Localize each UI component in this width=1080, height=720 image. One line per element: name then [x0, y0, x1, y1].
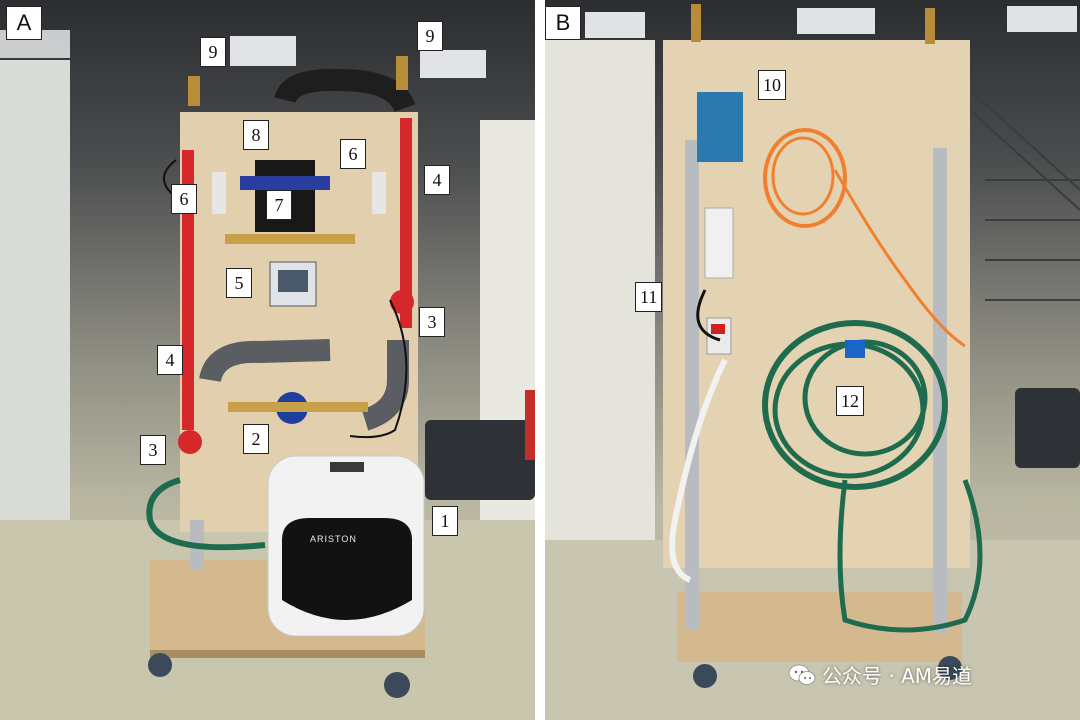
green-hose-coil	[762, 320, 948, 490]
callout-4-left: 4	[157, 345, 183, 375]
callout-1: 1	[432, 506, 458, 536]
callout-9-left: 9	[200, 37, 226, 67]
orange-cable	[763, 128, 847, 228]
watermark-text: 公众号 · AM易道	[822, 664, 973, 688]
callout-7: 7	[266, 190, 292, 220]
din-rail-left	[685, 140, 699, 630]
power-supply-unit	[697, 92, 743, 162]
din-rail-right	[933, 148, 947, 633]
callout-2: 2	[243, 424, 269, 454]
green-hose	[146, 477, 266, 551]
insulated-pipe	[274, 68, 416, 113]
panel-b-photo: B 10 11 12	[545, 0, 1080, 720]
panel-a-scene	[0, 30, 535, 720]
callout-3-right: 3	[419, 307, 445, 337]
white-cable	[669, 358, 728, 583]
callout-9-right: 9	[417, 21, 443, 51]
callout-3-left: 3	[140, 435, 166, 465]
panel-gutter	[535, 0, 545, 720]
panel-label-b: B	[545, 6, 581, 40]
callout-8: 8	[243, 120, 269, 150]
callout-10: 10	[758, 70, 786, 100]
callout-4-right: 4	[424, 165, 450, 195]
wheel	[148, 653, 172, 677]
panel-label-a: A	[6, 6, 42, 40]
red-pipe-left	[182, 150, 194, 430]
callout-6-right: 6	[340, 139, 366, 169]
red-pipe-right	[400, 118, 412, 328]
panel-a-photo: A ARISTON 9 9 8 6 6 7 4 5 3 4 2 3 1	[0, 0, 535, 720]
heater-brand-label: ARISTON	[310, 534, 357, 544]
callout-12: 12	[836, 386, 864, 416]
callout-5: 5	[226, 268, 252, 298]
panel-b-scene	[545, 4, 1080, 720]
watermark: 公众号 · AM易道	[788, 660, 972, 689]
callout-6-left: 6	[171, 184, 197, 214]
wechat-icon	[788, 664, 816, 685]
callout-11: 11	[635, 282, 663, 312]
wheel	[384, 672, 410, 698]
grey-pipe	[199, 339, 331, 383]
